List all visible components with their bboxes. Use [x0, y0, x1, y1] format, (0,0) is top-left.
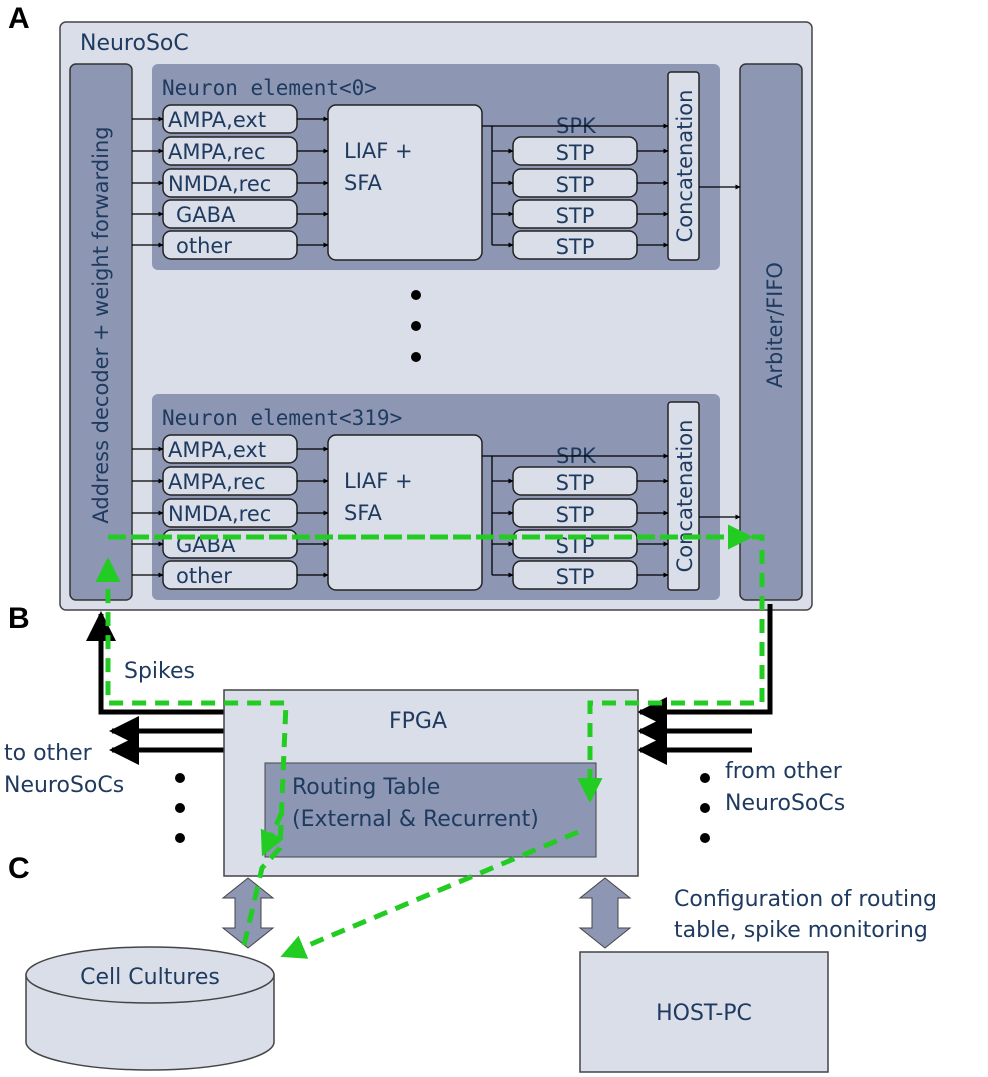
svg-text:STP: STP: [556, 471, 595, 495]
svg-text:STP: STP: [556, 141, 595, 165]
host-pc-label: HOST-PC: [656, 1001, 752, 1026]
synapse-input: AMPA,rec: [162, 466, 298, 496]
stp-block: STP: [512, 466, 638, 496]
synapse-input: AMPA,ext: [162, 434, 298, 464]
synapse-input: other: [162, 230, 298, 260]
config-label-2: table, spike monitoring: [674, 918, 928, 943]
from-other-label-2: NeuroSoCs: [725, 791, 845, 816]
address-decoder-label: Address decoder + weight forwarding: [89, 126, 113, 523]
svg-text:STP: STP: [556, 173, 595, 197]
stp-block: STP: [512, 498, 638, 528]
svg-text:AMPA,rec: AMPA,rec: [168, 140, 265, 164]
concatenation-block: [667, 401, 700, 591]
config-label-1: Configuration of routing: [674, 887, 937, 912]
panel-label-c: C: [8, 852, 30, 885]
arbiter-fifo-bar: [739, 63, 803, 601]
to-other-label-2: NeuroSoCs: [4, 773, 124, 798]
svg-text:STP: STP: [556, 565, 595, 589]
panel-label-b: B: [8, 602, 30, 635]
svg-text:AMPA,rec: AMPA,rec: [168, 470, 265, 494]
svg-text:LIAF +: LIAF +: [344, 469, 413, 493]
svg-text:NMDA,rec: NMDA,rec: [168, 502, 271, 526]
synapse-input: other: [162, 560, 298, 590]
host-pc-block: HOST-PC: [579, 951, 829, 1073]
neurosoc-title: NeuroSoC: [80, 31, 189, 56]
cell-cultures-label: Cell Cultures: [80, 965, 220, 990]
svg-text:STP: STP: [556, 235, 595, 259]
spikes-label: Spikes: [124, 659, 195, 684]
synapse-input: GABA: [162, 529, 298, 559]
fpga-title: FPGA: [389, 709, 447, 734]
synapse-input: AMPA,ext: [162, 104, 298, 134]
address-decoder-bar: [69, 63, 133, 601]
neuron-element-0: Neuron element<0> AMPA,ext AMPA,rec NMDA…: [132, 64, 741, 270]
svg-text:SFA: SFA: [344, 501, 382, 525]
neuron-element-title: Neuron element<319>: [162, 406, 402, 430]
svg-text:GABA: GABA: [176, 203, 236, 227]
stp-block: STP: [512, 136, 638, 166]
ellipsis-dots: [411, 290, 421, 362]
routing-table-block: [264, 762, 597, 858]
fpga-block: FPGA Routing Table (External & Recurrent…: [223, 689, 639, 877]
routing-table-line1: Routing Table: [292, 775, 440, 800]
element-319-wiring: [132, 446, 741, 578]
svg-text:NMDA,rec: NMDA,rec: [168, 172, 271, 196]
left-ellipsis-dots: [175, 773, 185, 843]
svg-text:other: other: [176, 564, 232, 588]
right-ellipsis-dots: [700, 773, 710, 843]
concatenation-label: Concatenation: [673, 420, 697, 573]
fpga-cell-culture-arrow: [221, 877, 275, 949]
synapse-input: NMDA,rec: [162, 498, 298, 528]
synapse-input: GABA: [162, 199, 298, 229]
concatenation-block: [667, 71, 700, 261]
synapse-input: AMPA,rec: [162, 136, 298, 166]
routing-table-line2: (External & Recurrent): [292, 807, 539, 832]
to-other-label-1: to other: [4, 741, 93, 766]
stp-block: STP: [512, 199, 638, 229]
panel-label-a: A: [8, 2, 30, 35]
green-spike-path: [95, 524, 765, 959]
svg-text:other: other: [176, 234, 232, 258]
concatenation-label: Concatenation: [673, 90, 697, 243]
neuron-element-title: Neuron element<0>: [162, 76, 377, 100]
stp-block: STP: [512, 529, 638, 559]
svg-text:SFA: SFA: [344, 171, 382, 195]
svg-text:LIAF +: LIAF +: [344, 139, 413, 163]
synapse-input: NMDA,rec: [162, 168, 298, 198]
from-other-label-1: from other: [725, 759, 843, 784]
stp-block: STP: [512, 560, 638, 590]
svg-text:AMPA,ext: AMPA,ext: [168, 438, 266, 462]
cell-cultures-cylinder: Cell Cultures: [25, 946, 275, 1071]
svg-text:AMPA,ext: AMPA,ext: [168, 108, 266, 132]
element-0-wiring: [132, 116, 741, 248]
arbiter-fifo-label: Arbiter/FIFO: [763, 262, 787, 388]
spike-bus-lines: [86, 604, 773, 765]
stp-block: STP: [512, 168, 638, 198]
fpga-host-pc-arrow: [578, 877, 632, 949]
svg-text:STP: STP: [556, 204, 595, 228]
svg-text:STP: STP: [556, 503, 595, 527]
stp-block: STP: [512, 230, 638, 260]
neuron-element-319: Neuron element<319> AMPA,ext AMPA,rec NM…: [132, 394, 741, 600]
neurosoc-block: NeuroSoC Address decoder + weight forwar…: [59, 21, 813, 611]
